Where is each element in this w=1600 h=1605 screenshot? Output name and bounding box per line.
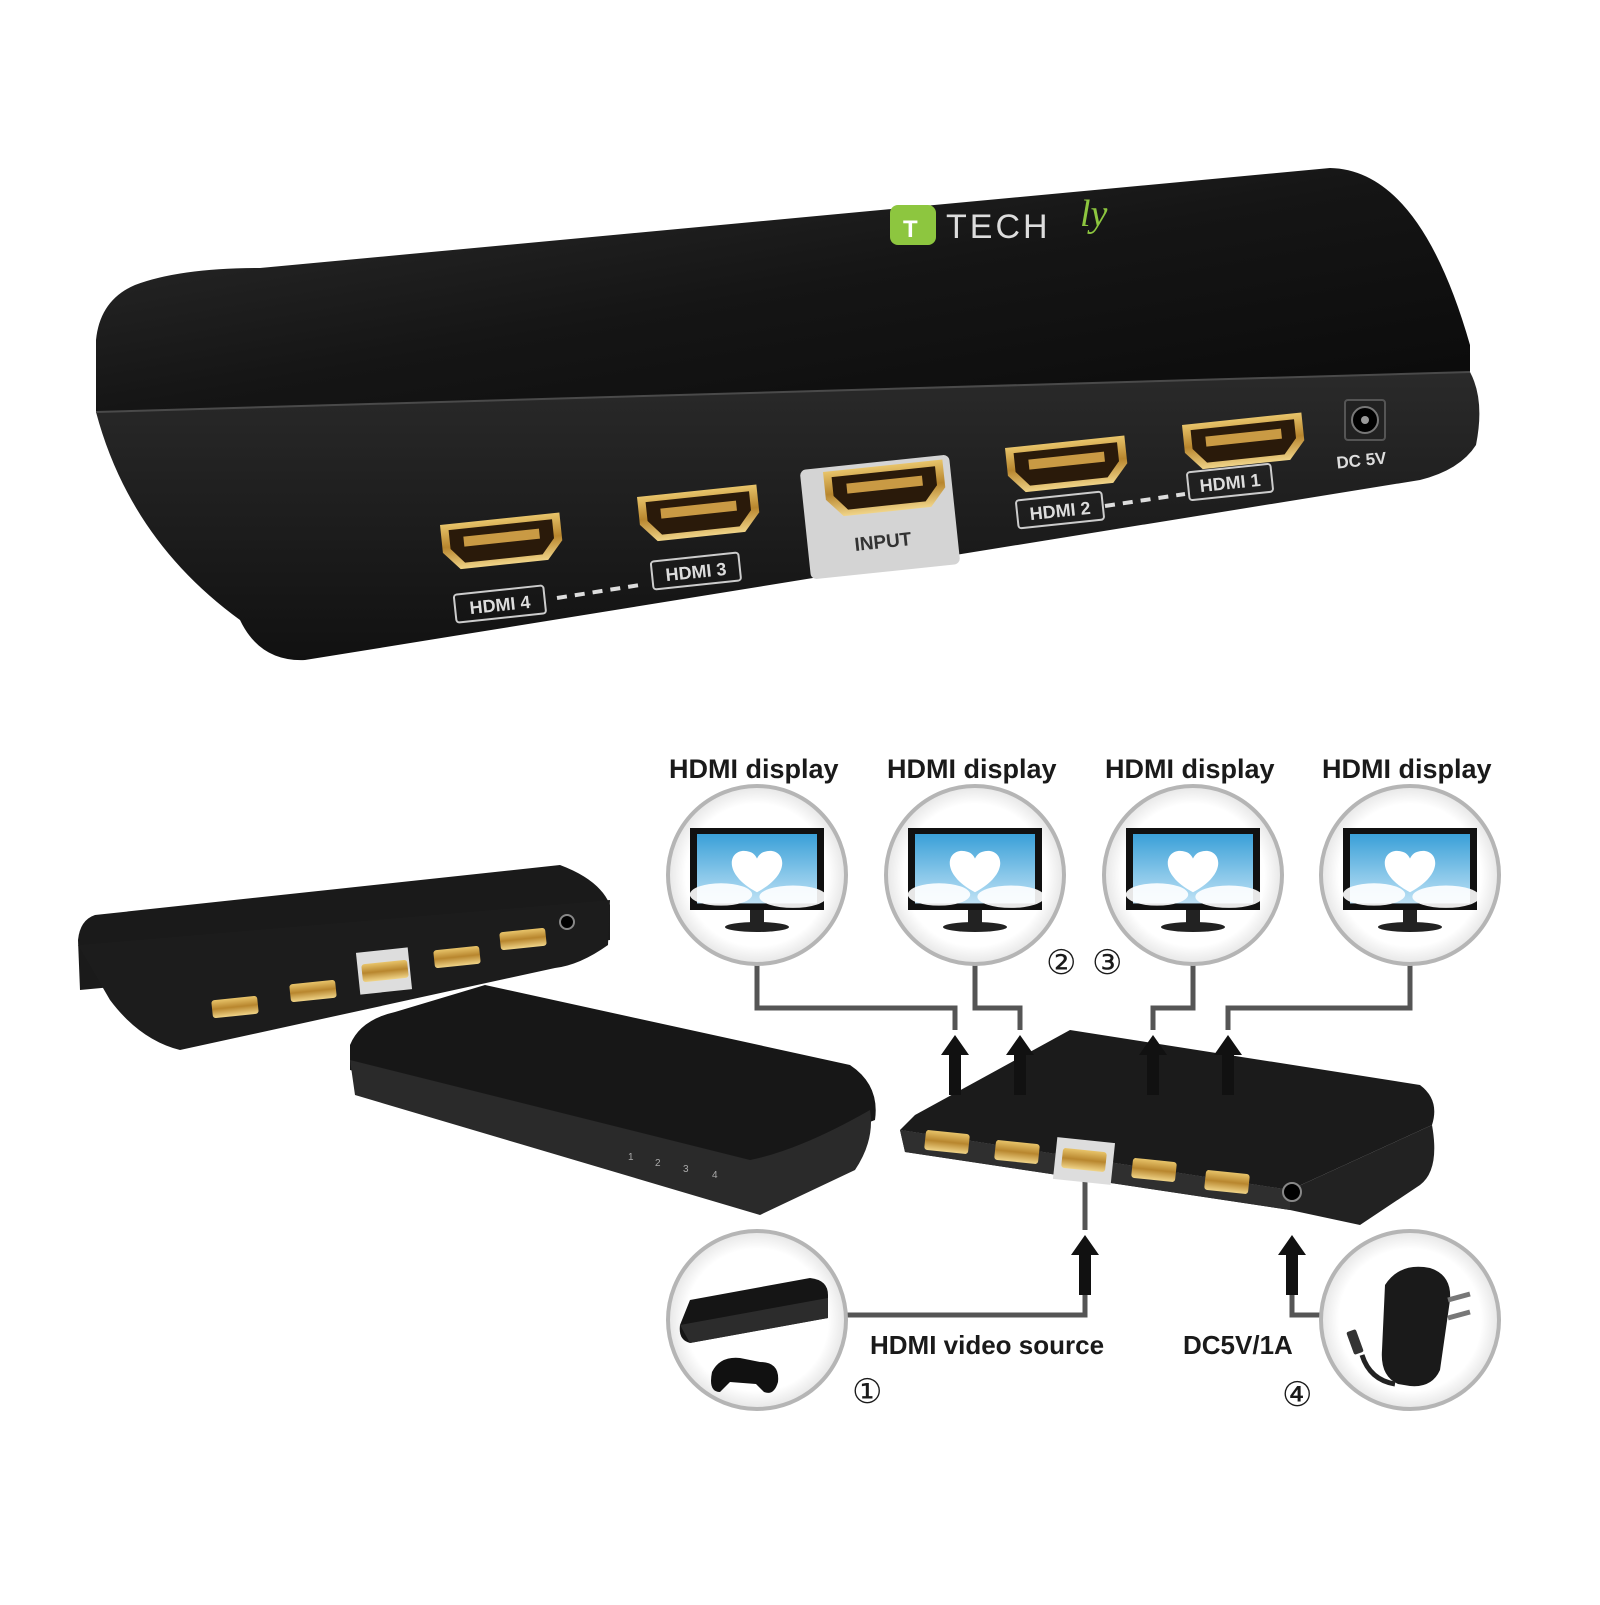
svg-text:TECH: TECH [946, 208, 1051, 246]
display-label-1: HDMI display [669, 754, 839, 784]
power-adapter-circle [1319, 1229, 1501, 1411]
small-splitter-rear-view: 1 2 3 4 [350, 985, 876, 1215]
diagram-splitter-device [900, 1030, 1435, 1225]
power-spec-label: DC5V/1A [1183, 1330, 1293, 1360]
port-group-divider [1104, 492, 1186, 508]
port-group-divider [556, 583, 641, 600]
display-label-4: HDMI display [1322, 754, 1492, 784]
display-circle-4 [1319, 784, 1501, 966]
display-circle-3 [1102, 784, 1284, 966]
rear-number: 4 [712, 1170, 718, 1181]
rear-number: 1 [628, 1152, 634, 1163]
svg-text:T: T [903, 216, 918, 243]
display-circle-1 [666, 784, 848, 966]
gamepad-icon [711, 1357, 779, 1393]
step-number-4: ④ [1282, 1375, 1313, 1415]
display-circle-2 [884, 784, 1066, 966]
power-adapter-icon [1381, 1266, 1451, 1387]
main-splitter-device: T TECH ly HDMI 4 HDMI 3 INPUT HDMI 2 H [95, 168, 1480, 661]
dc-power-jack-icon [1344, 399, 1386, 441]
step-number-3: ③ [1092, 943, 1123, 983]
small-splitter-front-view [78, 865, 610, 1050]
display-label-2: HDMI display [887, 754, 1057, 784]
video-source-circle [666, 1229, 848, 1411]
step-number-1: ① [852, 1372, 883, 1412]
svg-text:ly: ly [1080, 193, 1108, 235]
display-label-3: HDMI display [1105, 754, 1275, 784]
rear-number: 3 [683, 1164, 689, 1175]
techly-logo: T TECH ly [890, 193, 1108, 246]
rear-number: 2 [655, 1158, 661, 1169]
step-number-2: ② [1046, 943, 1077, 983]
video-source-label: HDMI video source [870, 1330, 1105, 1360]
